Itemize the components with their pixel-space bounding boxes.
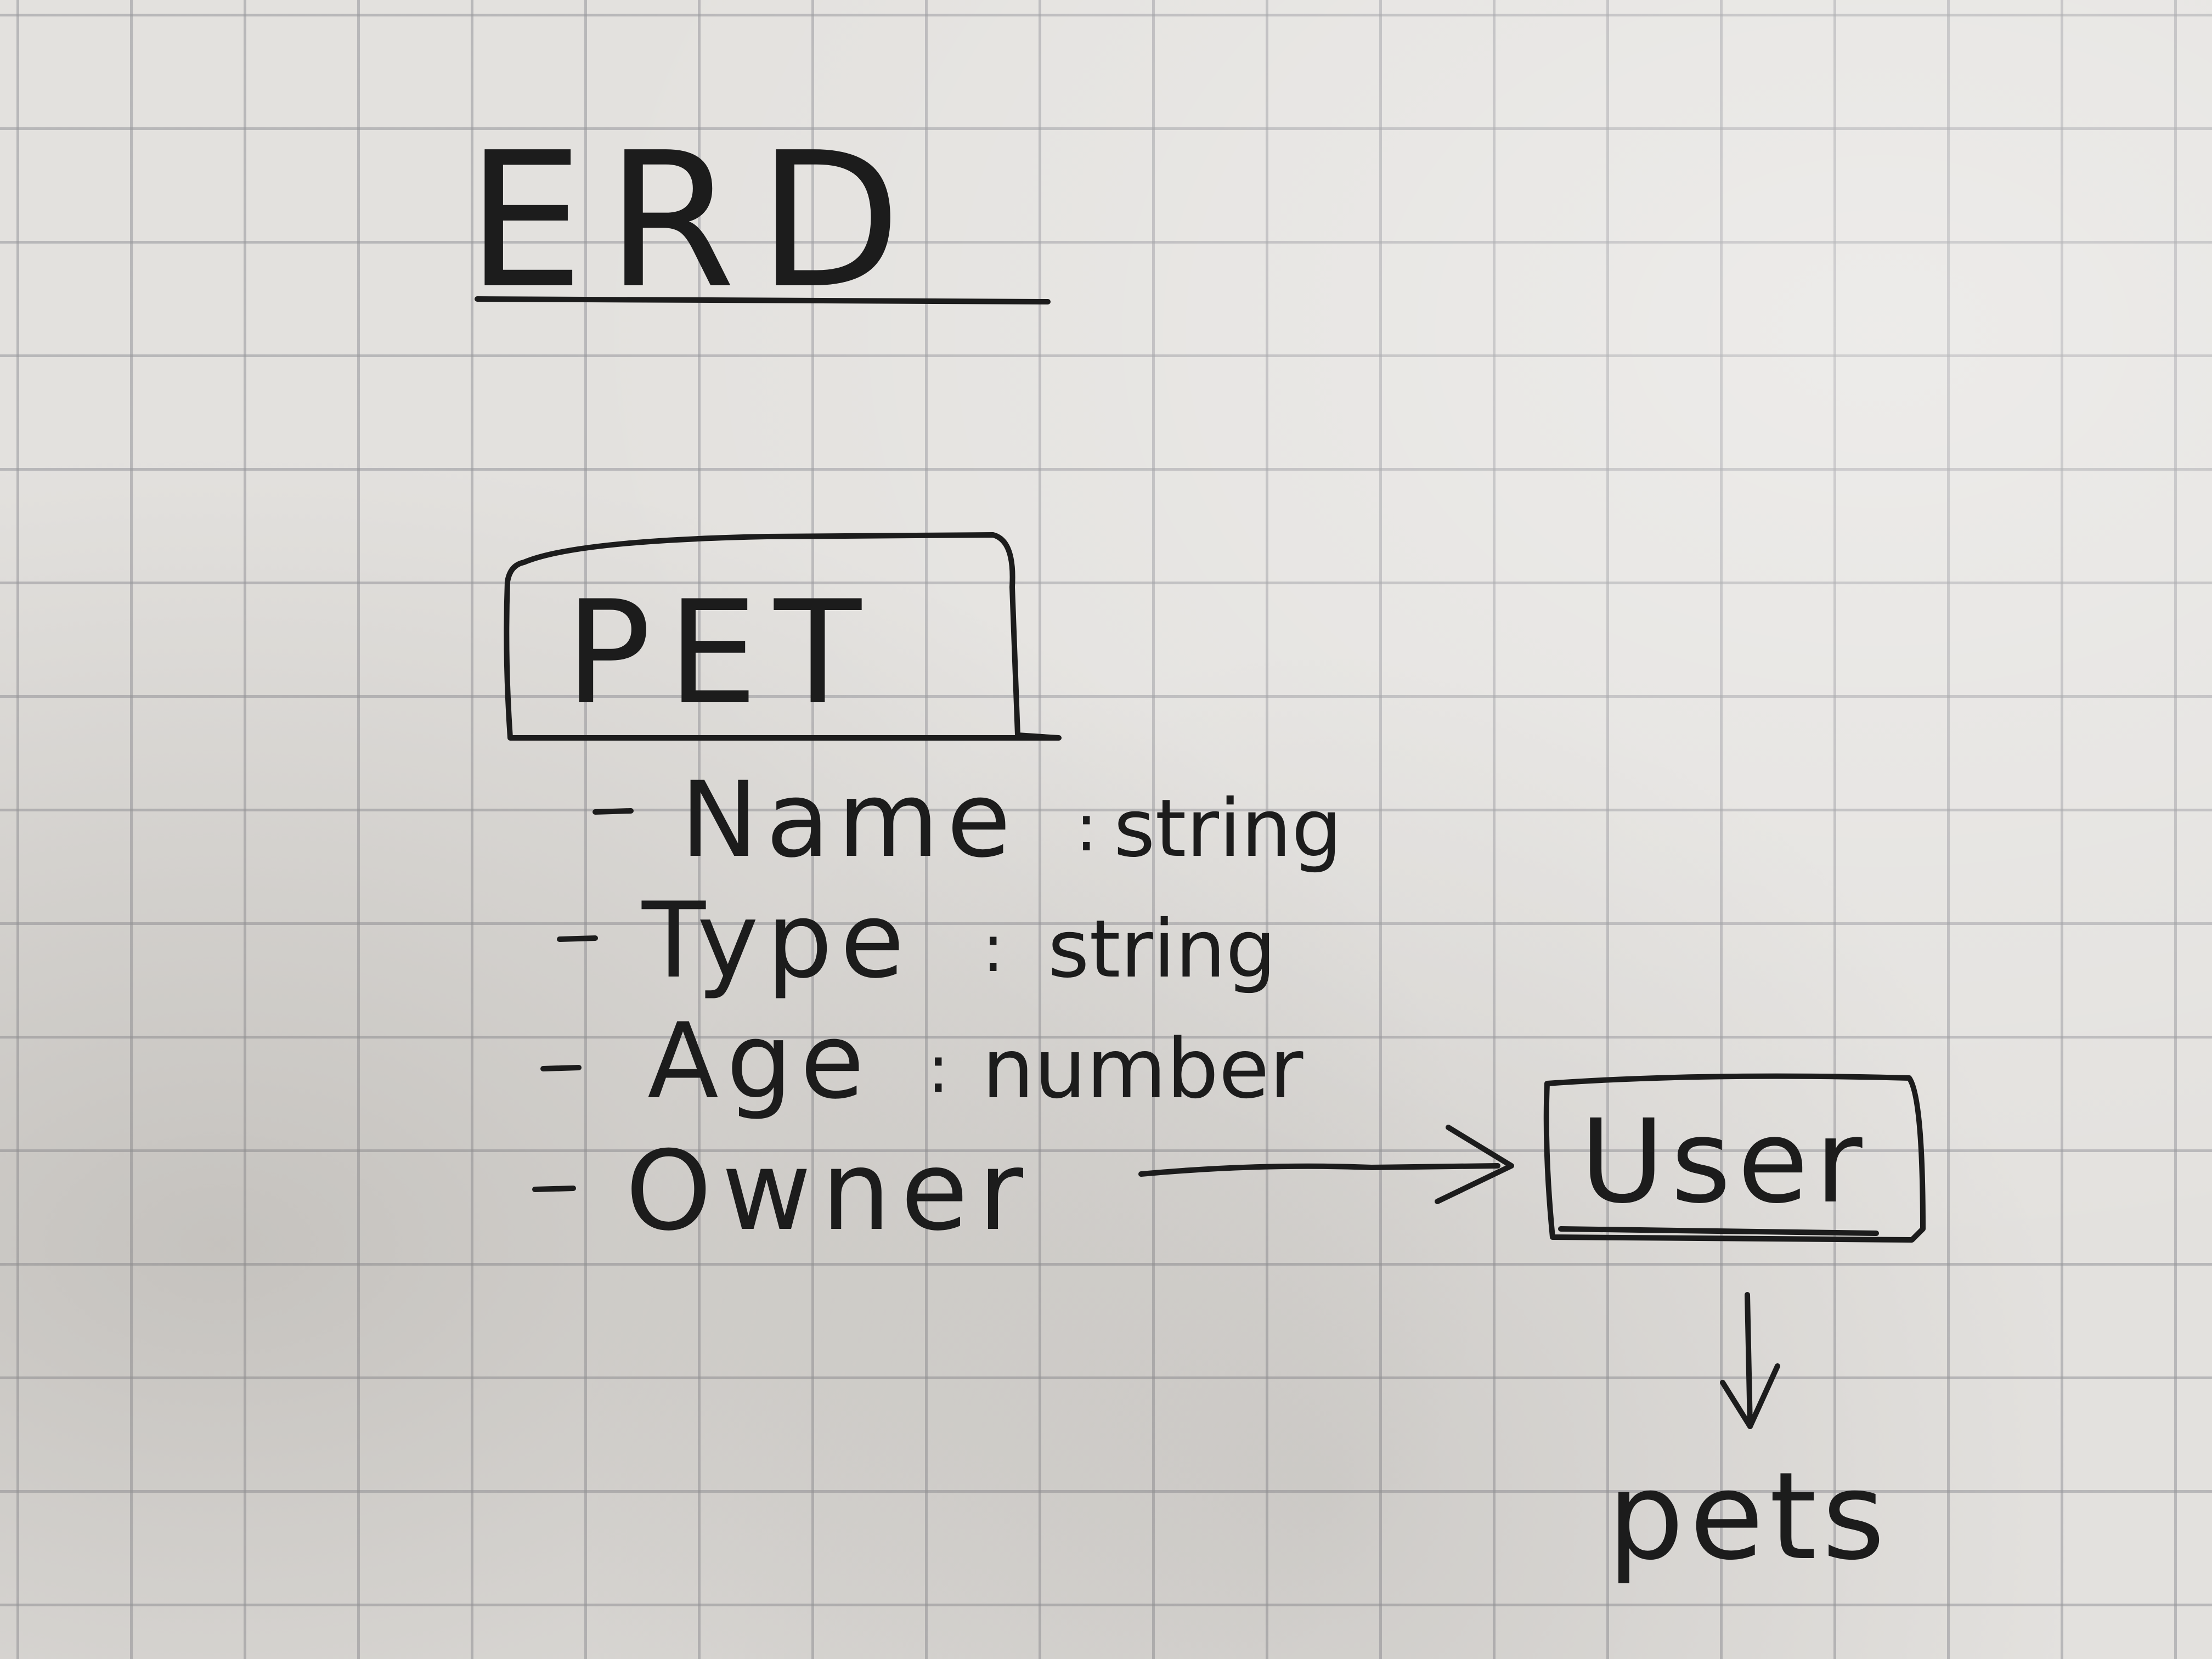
attribute-bullet [540,1065,582,1071]
relationship-arrowhead [1435,1125,1514,1204]
down-arrow-head [1720,1363,1780,1429]
attribute-name: Owner [625,1127,1033,1255]
attribute-row: Owner [532,1127,1033,1255]
attribute-type: string [1048,903,1276,996]
user-pets-field: pets [1607,1446,1891,1587]
pet-attribute-list: Name : string Type : string Age : number… [532,759,1342,1255]
attribute-row: Type : string [557,880,1276,1001]
attribute-row: Age : number [540,1001,1304,1122]
attribute-separator: : [1075,790,1097,866]
attribute-type: number [982,1022,1304,1117]
user-to-pets-arrow [1720,1292,1780,1429]
pet-entity-box [504,532,1062,741]
user-entity: User [1543,1073,1926,1243]
pet-entity: PET [504,532,1062,741]
attribute-row: Name : string [592,759,1342,881]
diagram-title: ERD [466,112,923,330]
user-entity-box [1543,1073,1926,1243]
attribute-bullet [532,1186,576,1192]
attribute-separator: : [982,911,1004,987]
user-entity-underline [1558,1226,1879,1236]
attribute-name: Type [641,880,912,1001]
pet-entity-name: PET [565,571,878,736]
relationship-line [1138,1163,1500,1177]
title-underline [475,296,1051,304]
attribute-type: string [1114,782,1342,875]
attribute-bullet [592,808,634,815]
attribute-separator: : [927,1031,949,1108]
attribute-name: Name [680,759,1019,881]
user-entity-name: User [1580,1094,1869,1229]
down-arrow-line [1745,1292,1753,1429]
attribute-bullet [557,935,598,942]
attribute-name: Age [647,1001,872,1122]
owner-to-user-arrow [1138,1125,1514,1204]
